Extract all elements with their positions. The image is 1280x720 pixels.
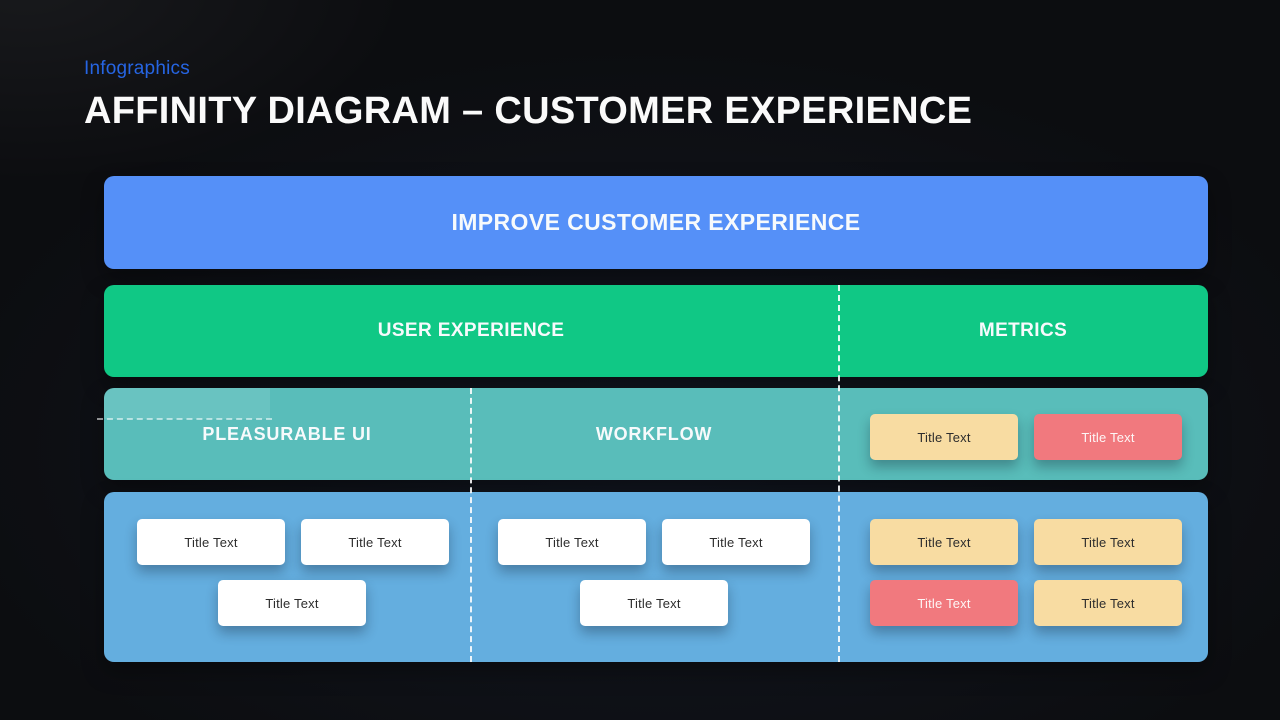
note-card: Title Text (218, 580, 366, 626)
category-segment-metrics: METRICS (838, 285, 1208, 377)
subcategory-label-workflow: WORKFLOW (595, 423, 713, 444)
category-segment-user-experience: USER EXPERIENCE (104, 285, 838, 377)
category-label-metrics: METRICS (978, 320, 1068, 341)
goal-bar: IMPROVE CUSTOMER EXPERIENCE (104, 176, 1208, 269)
goal-label: IMPROVE CUSTOMER EXPERIENCE (451, 209, 861, 235)
note-card-label: Title Text (545, 534, 599, 550)
note-card: Title Text (1034, 519, 1182, 565)
note-card-label: Title Text (917, 595, 971, 611)
note-card-label: Title Text (1081, 429, 1135, 445)
note-card: Title Text (137, 519, 285, 565)
note-card: Title Text (662, 519, 810, 565)
dashed-divider-horizontal (97, 418, 272, 420)
note-card-label: Title Text (1081, 595, 1135, 611)
subcategory-label-pleasurable-ui: PLEASURABLE UI (202, 423, 372, 444)
note-card: Title Text (1034, 580, 1182, 626)
goal-segment: IMPROVE CUSTOMER EXPERIENCE (104, 176, 1208, 269)
note-card-label: Title Text (184, 534, 238, 550)
category-label-user-experience: USER EXPERIENCE (377, 320, 565, 341)
page-title: AFFINITY DIAGRAM – CUSTOMER EXPERIENCE (84, 90, 973, 132)
note-card-label: Title Text (348, 534, 402, 550)
note-card-label: Title Text (265, 595, 319, 611)
slide-eyebrow: Infographics (84, 58, 190, 79)
dashed-divider-vertical-metrics (838, 285, 840, 662)
note-card-label: Title Text (1081, 534, 1135, 550)
dashed-divider-vertical-workflow (470, 388, 472, 662)
note-card: Title Text (1034, 414, 1182, 460)
subcategory-segment-workflow: WORKFLOW (470, 388, 838, 480)
note-card: Title Text (580, 580, 728, 626)
note-card-label: Title Text (917, 429, 971, 445)
note-card: Title Text (498, 519, 646, 565)
note-card: Title Text (870, 414, 1018, 460)
note-card-label: Title Text (917, 534, 971, 550)
category-bar: USER EXPERIENCE METRICS (104, 285, 1208, 377)
note-card: Title Text (301, 519, 449, 565)
note-card-label: Title Text (627, 595, 681, 611)
notes-bar (104, 492, 1208, 662)
subcategory-segment-pleasurable-ui: PLEASURABLE UI (104, 388, 470, 480)
note-card-label: Title Text (709, 534, 763, 550)
note-card: Title Text (870, 580, 1018, 626)
note-card: Title Text (870, 519, 1018, 565)
